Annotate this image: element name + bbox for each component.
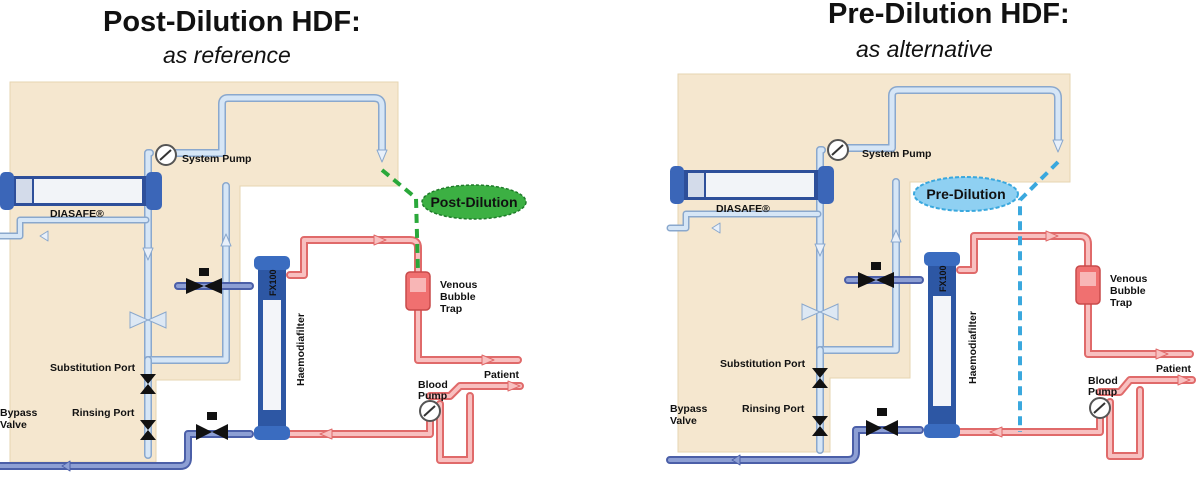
venous-label-1: Venous xyxy=(440,279,478,291)
haemodiafilter-label: Haemodiafilter xyxy=(967,311,979,384)
blood-pump-label-2: Pump xyxy=(418,390,447,402)
bypass-valve-label-1: Bypass xyxy=(0,407,38,419)
bypass-valve-label-1: Bypass xyxy=(670,403,708,415)
patient-label: Patient xyxy=(1156,363,1192,375)
blood-pump-label-1: Blood xyxy=(418,379,448,391)
post-dilution-bubble: Post-Dilution xyxy=(421,184,527,220)
bypass-valve-label-2: Valve xyxy=(0,419,27,431)
post-dilution-line xyxy=(380,168,420,273)
venous-label-3: Trap xyxy=(440,303,462,315)
diagram-title: Pre-Dilution HDF: xyxy=(828,0,1070,30)
blood-circuit xyxy=(286,234,524,464)
pre-dilution-line xyxy=(1018,160,1060,432)
diasafe-filter: DIASAFE® xyxy=(0,172,162,220)
substitution-port-label: Substitution Port xyxy=(50,362,136,374)
diasafe-filter: DIASAFE® xyxy=(670,166,834,215)
filter-brand-label: FX100 xyxy=(268,269,278,296)
filter-brand-label: FX100 xyxy=(938,265,948,292)
pre-dilution-label: Pre-Dilution xyxy=(926,186,1005,202)
blood-pump: Blood Pump xyxy=(1088,375,1118,419)
haemodiafilter: FX100 Haemodiafilter xyxy=(924,252,979,438)
venous-bubble-trap: Venous Bubble Trap xyxy=(405,271,478,315)
valves xyxy=(129,268,228,440)
system-pump: System Pump xyxy=(155,144,251,166)
diasafe-label: DIASAFE® xyxy=(50,208,104,220)
diagram-title: Post-Dilution HDF: xyxy=(103,6,361,38)
system-pump-label: System Pump xyxy=(862,148,931,160)
diasafe-label: DIASAFE® xyxy=(716,203,770,215)
blood-circuit xyxy=(956,230,1196,460)
fluid-circuit xyxy=(666,86,1064,454)
substitution-port-label: Substitution Port xyxy=(720,358,806,370)
blood-pump-label-1: Blood xyxy=(1088,375,1118,387)
valves xyxy=(801,262,898,436)
post-dilution-schematic: DIASAFE® System Pump FX100 Haemodiafilte… xyxy=(0,81,527,472)
rinsing-port-label: Rinsing Port xyxy=(742,403,805,415)
pre-dilution-bubble: Pre-Dilution xyxy=(913,176,1019,212)
venous-label-3: Trap xyxy=(1110,297,1132,309)
post-dilution-diagram: Post-Dilution HDF: as reference xyxy=(0,6,527,472)
venous-label-1: Venous xyxy=(1110,273,1148,285)
diagram-subtitle: as alternative xyxy=(856,36,993,62)
diagram-subtitle: as reference xyxy=(163,42,291,68)
rinsing-port-label: Rinsing Port xyxy=(72,407,135,419)
bypass-valve-label-2: Valve xyxy=(670,415,697,427)
pre-dilution-schematic: DIASAFE® System Pump FX100 Haemodiafilte… xyxy=(666,73,1196,466)
venous-label-2: Bubble xyxy=(440,291,476,303)
blood-pump: Blood Pump xyxy=(418,379,448,422)
post-dilution-label: Post-Dilution xyxy=(430,194,517,210)
blood-pump-label-2: Pump xyxy=(1088,386,1117,398)
pre-dilution-diagram: Pre-Dilution HDF: as alternative xyxy=(600,0,1200,478)
venous-label-2: Bubble xyxy=(1110,285,1146,297)
haemodiafilter-label: Haemodiafilter xyxy=(295,313,307,386)
system-pump: System Pump xyxy=(827,139,931,161)
system-pump-label: System Pump xyxy=(182,153,251,165)
venous-bubble-trap: Venous Bubble Trap xyxy=(1075,265,1148,309)
patient-label: Patient xyxy=(484,369,520,381)
haemodiafilter: FX100 Haemodiafilter xyxy=(254,256,307,440)
